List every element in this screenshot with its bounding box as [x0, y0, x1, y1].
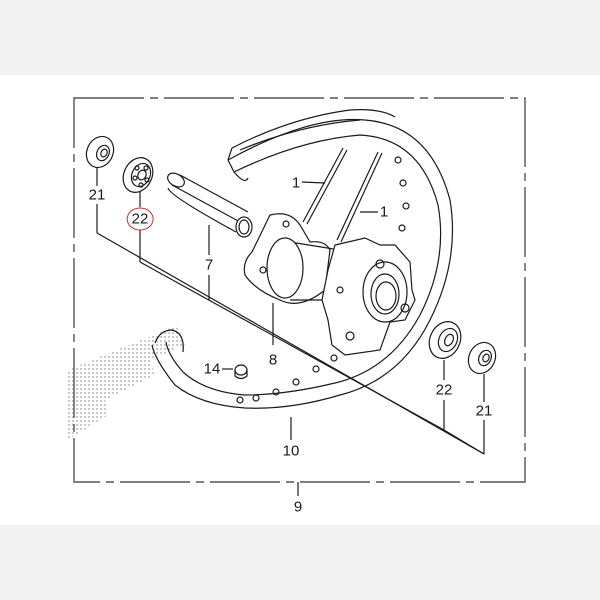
- dust-seal-right-drawing: [467, 341, 497, 375]
- callout-14[interactable]: 14: [203, 360, 221, 378]
- callout-22-left-highlighted[interactable]: 22: [126, 207, 154, 231]
- callout-9[interactable]: 9: [293, 498, 303, 516]
- callout-22-right[interactable]: 22: [435, 381, 453, 399]
- rim-drawing: [151, 109, 454, 409]
- callout-21-left[interactable]: 21: [88, 186, 106, 204]
- axle-collar-drawing: [167, 172, 253, 238]
- callout-7[interactable]: 7: [204, 256, 214, 274]
- bearing-right-drawing: [428, 321, 462, 359]
- spokes-drawing: [302, 147, 383, 243]
- wheel-exploded-drawing: [68, 97, 526, 496]
- assembly-frame: [73, 97, 526, 483]
- callout-8[interactable]: 8: [268, 351, 278, 369]
- dust-seal-left-drawing: [85, 135, 115, 169]
- callout-1-a[interactable]: 1: [291, 174, 301, 192]
- parts-diagram-canvas: 21 22 7 1 1 8 14 10 22 21 9: [0, 75, 600, 525]
- dotted-shadow: [68, 325, 185, 440]
- callout-10[interactable]: 10: [282, 442, 300, 460]
- bearing-left-drawing: [122, 157, 154, 193]
- callout-1-b[interactable]: 1: [379, 203, 389, 221]
- plug-drawing: [234, 364, 248, 380]
- callout-21-right[interactable]: 21: [475, 402, 493, 420]
- hub-drawing: [243, 213, 416, 356]
